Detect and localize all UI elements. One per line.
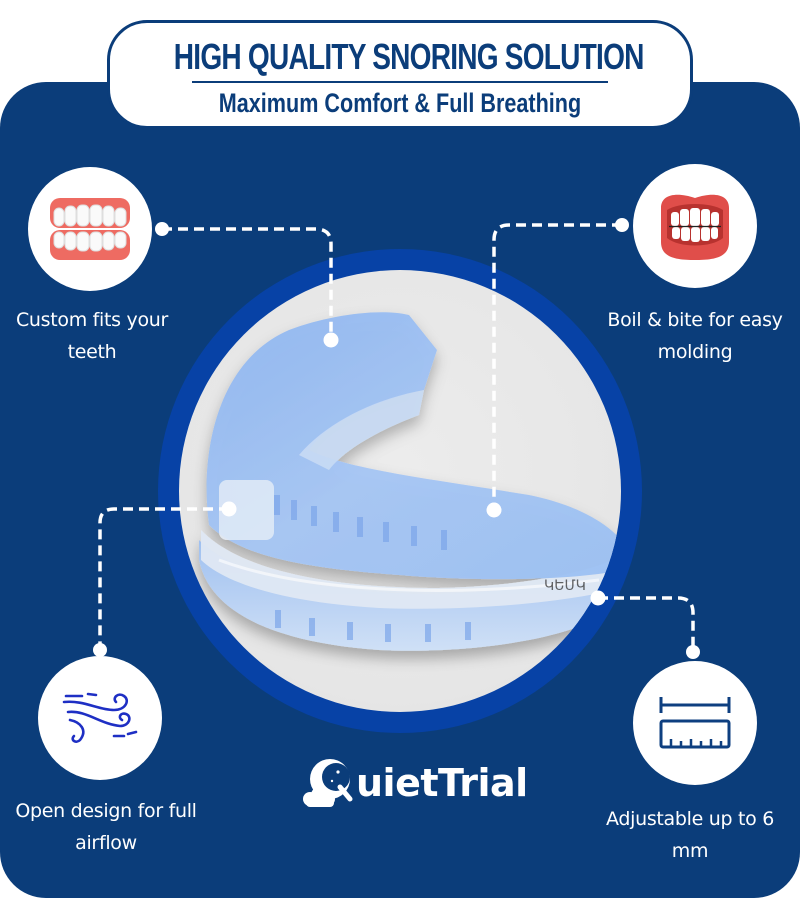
ruler-measure-icon [659,697,731,749]
feature-label-airflow: Open design for full airflow [0,795,212,859]
feature-label-line: Open design for full [15,800,197,822]
brand-name: uietTrial [356,761,528,805]
feature-label-line: molding [657,341,733,363]
feature-circle-airflow [38,656,162,780]
feature-label-boil-bite: Boil & bite for easy molding [590,304,800,368]
feature-label-line: mm [671,840,709,862]
feature-label-line: Custom fits your [15,309,169,331]
feature-label-line: teeth [67,341,117,363]
feature-circle-boil-bite [633,164,757,288]
feature-label-custom-fit: Custom fits your teeth [0,304,184,368]
product-image-frame: ԿԵՄԿ [179,270,621,712]
page-subtitle: Maximum Comfort & Full Breathing [218,88,582,118]
brand-logo: uietTrial [300,758,528,808]
feature-label-line: Adjustable up to 6 [605,808,775,830]
feature-label-line: Boil & bite for easy [607,309,783,331]
mouthguard-image: ԿԵՄԿ [199,312,621,651]
feature-circle-custom-fit [28,167,152,291]
mouth-bite-icon [661,194,729,260]
header-divider [192,81,608,83]
header-banner: HIGH QUALITY SNORING SOLUTION Maximum Co… [107,20,693,129]
feature-label-line: airflow [75,832,137,854]
feature-circle-adjustable [633,661,757,785]
feature-label-adjustable: Adjustable up to 6 mm [580,803,800,867]
page-title: HIGH QUALITY SNORING SOLUTION [173,36,645,77]
svg-text:ԿԵՄԿ: ԿԵՄԿ [544,578,586,594]
teeth-icon [50,198,130,260]
moon-cloud-q-icon [303,759,353,807]
wind-airflow-icon [62,692,138,743]
